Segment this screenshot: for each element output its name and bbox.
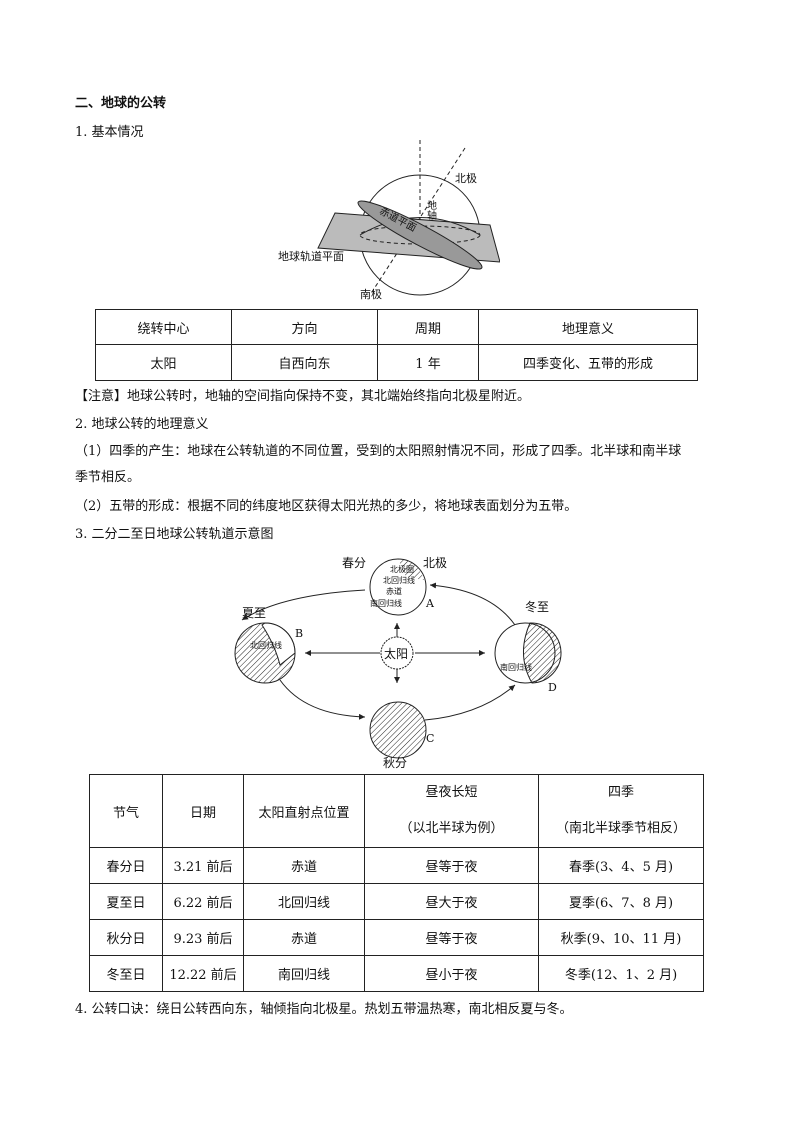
- cell: 夏季(6、7、8 月): [538, 883, 704, 920]
- cell: 南回归线: [243, 955, 365, 992]
- header-cell: 地理意义: [478, 309, 698, 345]
- point-c: C: [426, 732, 434, 745]
- orbit-diagram: 太阳 春分 北极 夏至 冬至 秋分 A B C D 北极圈 北回归线 赤道 南回…: [234, 556, 562, 770]
- header-sub: （以北半球为例）: [399, 821, 504, 836]
- header-sub: （南北半球季节相反）: [555, 821, 686, 836]
- cell: 北回归线: [243, 883, 365, 920]
- cell: 3.21 前后: [162, 847, 244, 884]
- cell: 9.23 前后: [162, 919, 244, 956]
- north-pole-label: 北极: [455, 171, 477, 185]
- header-cell: 昼夜长短 （以北半球为例）: [364, 774, 539, 848]
- header-cell: 绕转中心: [95, 309, 232, 345]
- cell: 昼等于夜: [364, 847, 539, 884]
- north-label: 北极: [423, 556, 447, 570]
- axis-label: 地轴: [425, 199, 437, 221]
- tropic-capricorn-label-d: 南回归线: [500, 662, 532, 672]
- header-cell: 周期: [377, 309, 479, 345]
- tropic-cancer-label: 北回归线: [383, 575, 415, 585]
- mnemonic: 4. 公转口诀：绕日公转西向东，轴倾指向北极星。热划五带温热寒，南北相反夏与冬。: [75, 1002, 573, 1017]
- header-cell: 四季 （南北半球季节相反）: [538, 774, 704, 848]
- paragraph: （1）四季的产生：地球在公转轨道的不同位置，受到的太阳照射情况不同，形成了四季。…: [75, 444, 682, 459]
- header-cell: 日期: [162, 774, 244, 848]
- equator-label: 赤道: [386, 586, 402, 596]
- cell: 春季(3、4、5 月): [538, 847, 704, 884]
- revolution-diagram: 北极 南极 地轴 赤道平面 地球轨道平面: [278, 140, 500, 301]
- tropic-cancer-label-b: 北回归线: [250, 640, 282, 650]
- cell: 昼等于夜: [364, 919, 539, 956]
- point-b: B: [295, 627, 303, 640]
- cell: 赤道: [243, 919, 365, 956]
- autumn-label: 秋分: [383, 756, 407, 770]
- arctic-circle-label: 北极圈: [390, 564, 414, 574]
- paragraph: 季节相反。: [75, 470, 141, 485]
- cell: 春分日: [89, 847, 163, 884]
- tropic-capricorn-label: 南回归线: [370, 598, 402, 608]
- header-main: 四季: [607, 785, 634, 800]
- header-cell: 方向: [231, 309, 378, 345]
- cell: 昼大于夜: [364, 883, 539, 920]
- subheading: 2. 地球公转的地理意义: [75, 417, 209, 432]
- header-main: 昼夜长短: [425, 785, 478, 800]
- subheading: 1. 基本情况: [75, 125, 144, 140]
- cell: 12.22 前后: [162, 955, 244, 992]
- sun-label: 太阳: [384, 646, 408, 661]
- cell: 秋季(9、10、11 月): [538, 919, 704, 956]
- cell: 冬至日: [89, 955, 163, 992]
- cell: 夏至日: [89, 883, 163, 920]
- cell: 1 年: [377, 344, 479, 381]
- point-d: D: [548, 681, 557, 694]
- header-cell: 太阳直射点位置: [243, 774, 365, 848]
- note: 【注意】地球公转时，地轴的空间指向保持不变，其北端始终指向北极星附近。: [75, 389, 531, 404]
- winter-label: 冬至: [525, 599, 549, 614]
- orbit-plane-label: 地球轨道平面: [278, 249, 344, 263]
- cell: 6.22 前后: [162, 883, 244, 920]
- south-pole-label: 南极: [360, 287, 382, 301]
- cell: 四季变化、五带的形成: [478, 344, 698, 381]
- cell: 昼小于夜: [364, 955, 539, 992]
- cell: 自西向东: [231, 344, 378, 381]
- section-title: 二、地球的公转: [75, 96, 167, 111]
- cell: 太阳: [95, 344, 232, 381]
- point-a: A: [425, 597, 435, 610]
- cell: 冬季(12、1、2 月): [538, 955, 704, 992]
- solstice-table: 节气 日期 太阳直射点位置 昼夜长短（以北半球为例） 四季（南北半球季节相反） …: [89, 774, 704, 992]
- summer-label: 夏至: [242, 606, 266, 620]
- paragraph: （2）五带的形成：根据不同的纬度地区获得太阳光热的多少，将地球表面划分为五带。: [75, 499, 578, 514]
- spring-label: 春分: [342, 556, 366, 570]
- cell: 秋分日: [89, 919, 163, 956]
- cell: 赤道: [243, 847, 365, 884]
- subheading: 3. 二分二至日地球公转轨道示意图: [75, 527, 274, 542]
- header-cell: 节气: [89, 774, 163, 848]
